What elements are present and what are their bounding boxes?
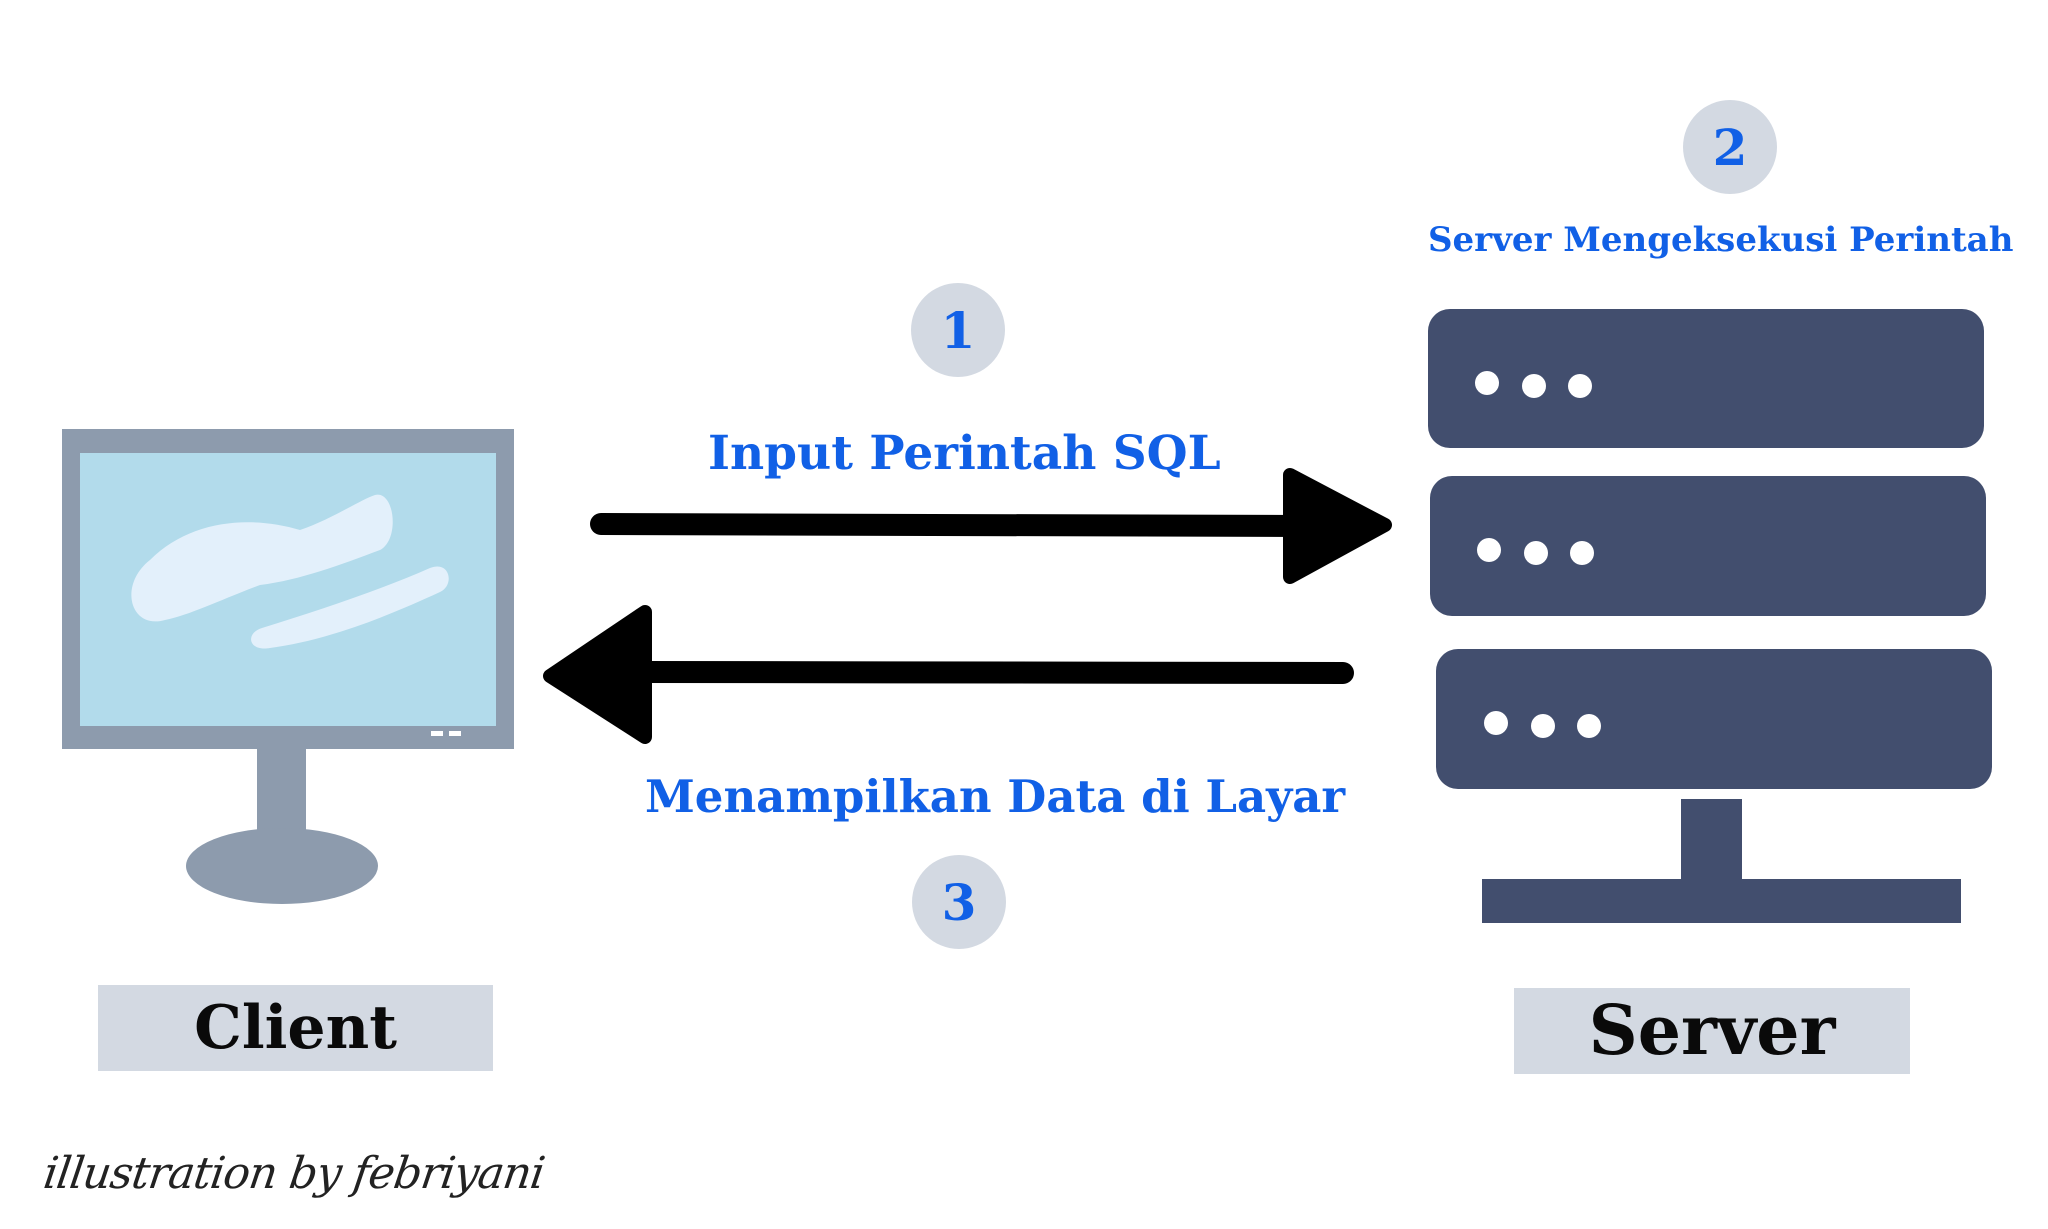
step-1-badge: 1 [911,283,1005,377]
step-1-label: Input Perintah SQL [708,426,1221,481]
server-base [1482,879,1961,923]
server-unit-3 [1436,649,1992,789]
server-unit-1 [1428,309,1984,448]
server-label: Server [1514,988,1910,1074]
step-2-badge: 2 [1683,100,1777,194]
server-unit-2 [1430,476,1986,616]
step-2-label: Server Mengeksekusi Perintah [1428,220,2014,260]
client-label: Client [98,985,493,1071]
illustration-credit: illustration by febriyani [40,1148,548,1199]
step-3-badge: 3 [912,855,1006,949]
step-3-label: Menampilkan Data di Layar [645,770,1346,823]
monitor-frame [62,429,514,904]
server-stand [1681,799,1742,884]
